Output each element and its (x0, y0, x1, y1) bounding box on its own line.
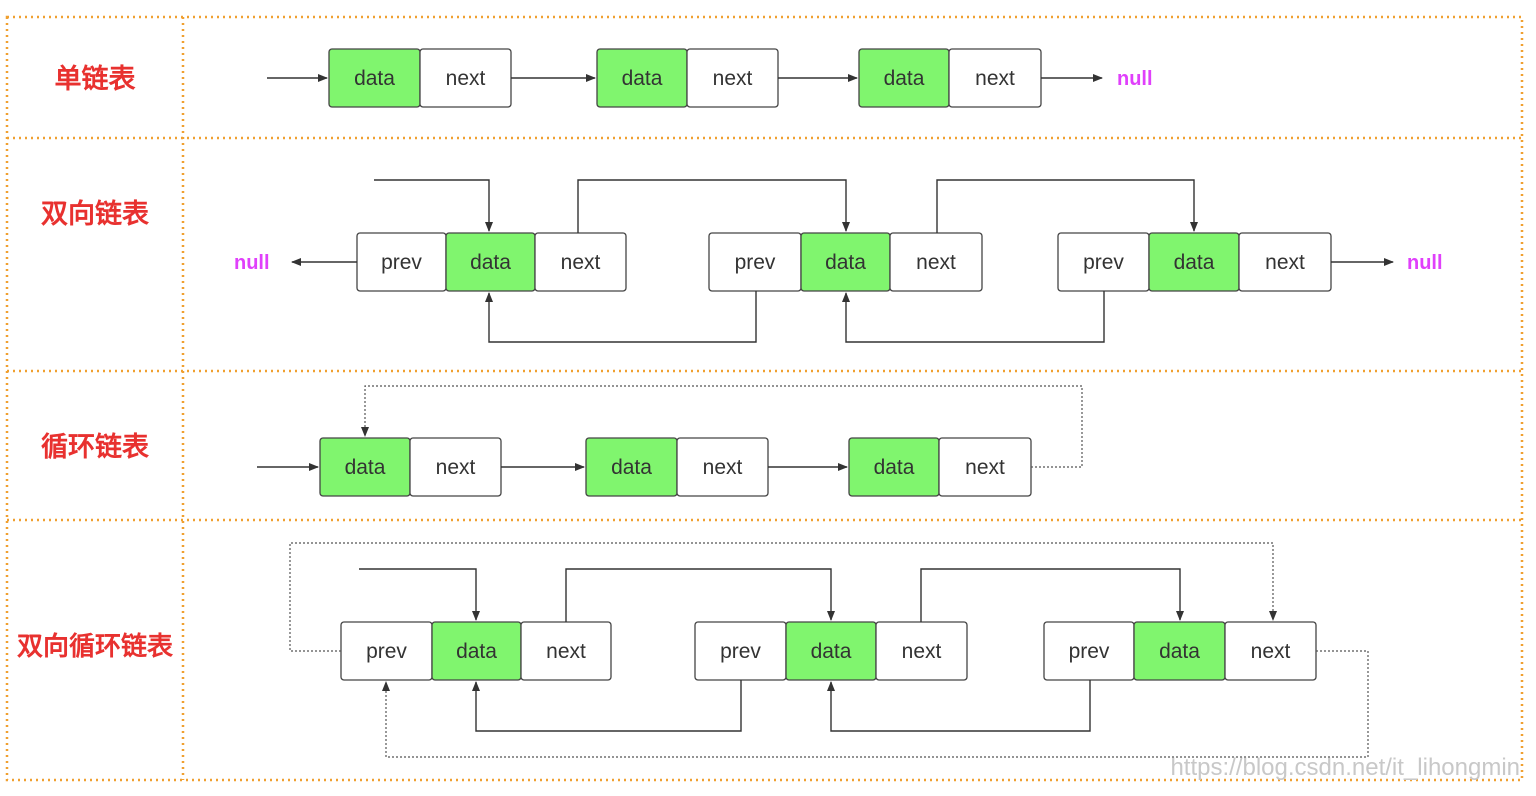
next-cell-label: next (561, 251, 601, 274)
table-frame (5, 15, 1524, 782)
node: prev data next (1057, 232, 1332, 292)
data-cell-label: data (1174, 251, 1215, 274)
next-cell-label: next (916, 251, 956, 274)
next-cell-label: next (965, 456, 1005, 479)
circular-next-to-head-arrow (382, 650, 1369, 758)
node: data next (858, 48, 1042, 108)
node: data next (596, 48, 779, 108)
data-cell-label: data (874, 456, 915, 479)
doubly-linked-list: prev data next prev data next prev data … (234, 179, 1443, 343)
next-arrow (577, 179, 850, 233)
prev-cell-label: prev (735, 251, 776, 274)
head-arrow (359, 568, 480, 621)
row-label-doubly-linked: 双向链表 (41, 198, 149, 230)
next-cell-label: next (1265, 251, 1305, 274)
node: data next (328, 48, 512, 108)
data-cell-label: data (825, 251, 866, 274)
data-cell-label: data (1159, 640, 1200, 663)
node: prev data next (356, 232, 627, 292)
next-cell-label: next (546, 640, 586, 663)
circular-back-arrow (361, 385, 1083, 468)
node: data next (319, 437, 502, 497)
next-cell-label: next (902, 640, 942, 663)
prev-arrow (485, 291, 757, 343)
next-cell-label: next (436, 456, 476, 479)
data-cell-label: data (456, 640, 497, 663)
next-cell-label: next (975, 67, 1015, 90)
next-cell-label: next (1251, 640, 1291, 663)
node: data next (585, 437, 769, 497)
node: prev data next (708, 232, 983, 292)
next-cell-label: next (713, 67, 753, 90)
null-label: null (234, 252, 270, 274)
data-cell-label: data (811, 640, 852, 663)
watermark: https://blog.csdn.net/it_lihongmin (1170, 754, 1520, 781)
next-arrow (936, 179, 1198, 233)
prev-cell-label: prev (381, 251, 422, 274)
node: prev data next (694, 621, 968, 681)
node: prev data next (1043, 621, 1317, 681)
next-arrow (565, 568, 835, 622)
node: data next (848, 437, 1032, 497)
circular-prev-to-tail-arrow (289, 542, 1277, 652)
row-label-circular-linked: 循环链表 (41, 431, 149, 463)
prev-cell-label: prev (720, 640, 761, 663)
singly-linked-list: data next data next data next null (267, 48, 1153, 108)
prev-cell-label: prev (1069, 640, 1110, 663)
prev-arrow (842, 291, 1105, 343)
row-label-singly-linked: 单链表 (55, 63, 136, 95)
data-cell-label: data (470, 251, 511, 274)
data-cell-label: data (354, 67, 395, 90)
row-label-doubly-circular-linked: 双向循环链表 (17, 631, 174, 662)
null-label: null (1407, 252, 1443, 274)
data-cell-label: data (884, 67, 925, 90)
next-cell-label: next (703, 456, 743, 479)
next-cell (534, 232, 627, 292)
prev-arrow (827, 680, 1091, 732)
prev-arrow (472, 680, 742, 732)
next-cell (889, 232, 983, 292)
data-cell-label: data (622, 67, 663, 90)
doubly-circular-linked-list: prev data next prev data next prev data … (289, 542, 1369, 758)
prev-cell-label: prev (366, 640, 407, 663)
data-cell-label: data (345, 456, 386, 479)
circular-linked-list: data next data next data next (257, 385, 1083, 497)
node: prev data next (340, 621, 612, 681)
null-label: null (1117, 68, 1153, 90)
next-arrow (920, 568, 1184, 622)
next-cell-label: next (446, 67, 486, 90)
prev-cell-label: prev (1083, 251, 1124, 274)
head-arrow (374, 179, 493, 232)
data-cell-label: data (611, 456, 652, 479)
